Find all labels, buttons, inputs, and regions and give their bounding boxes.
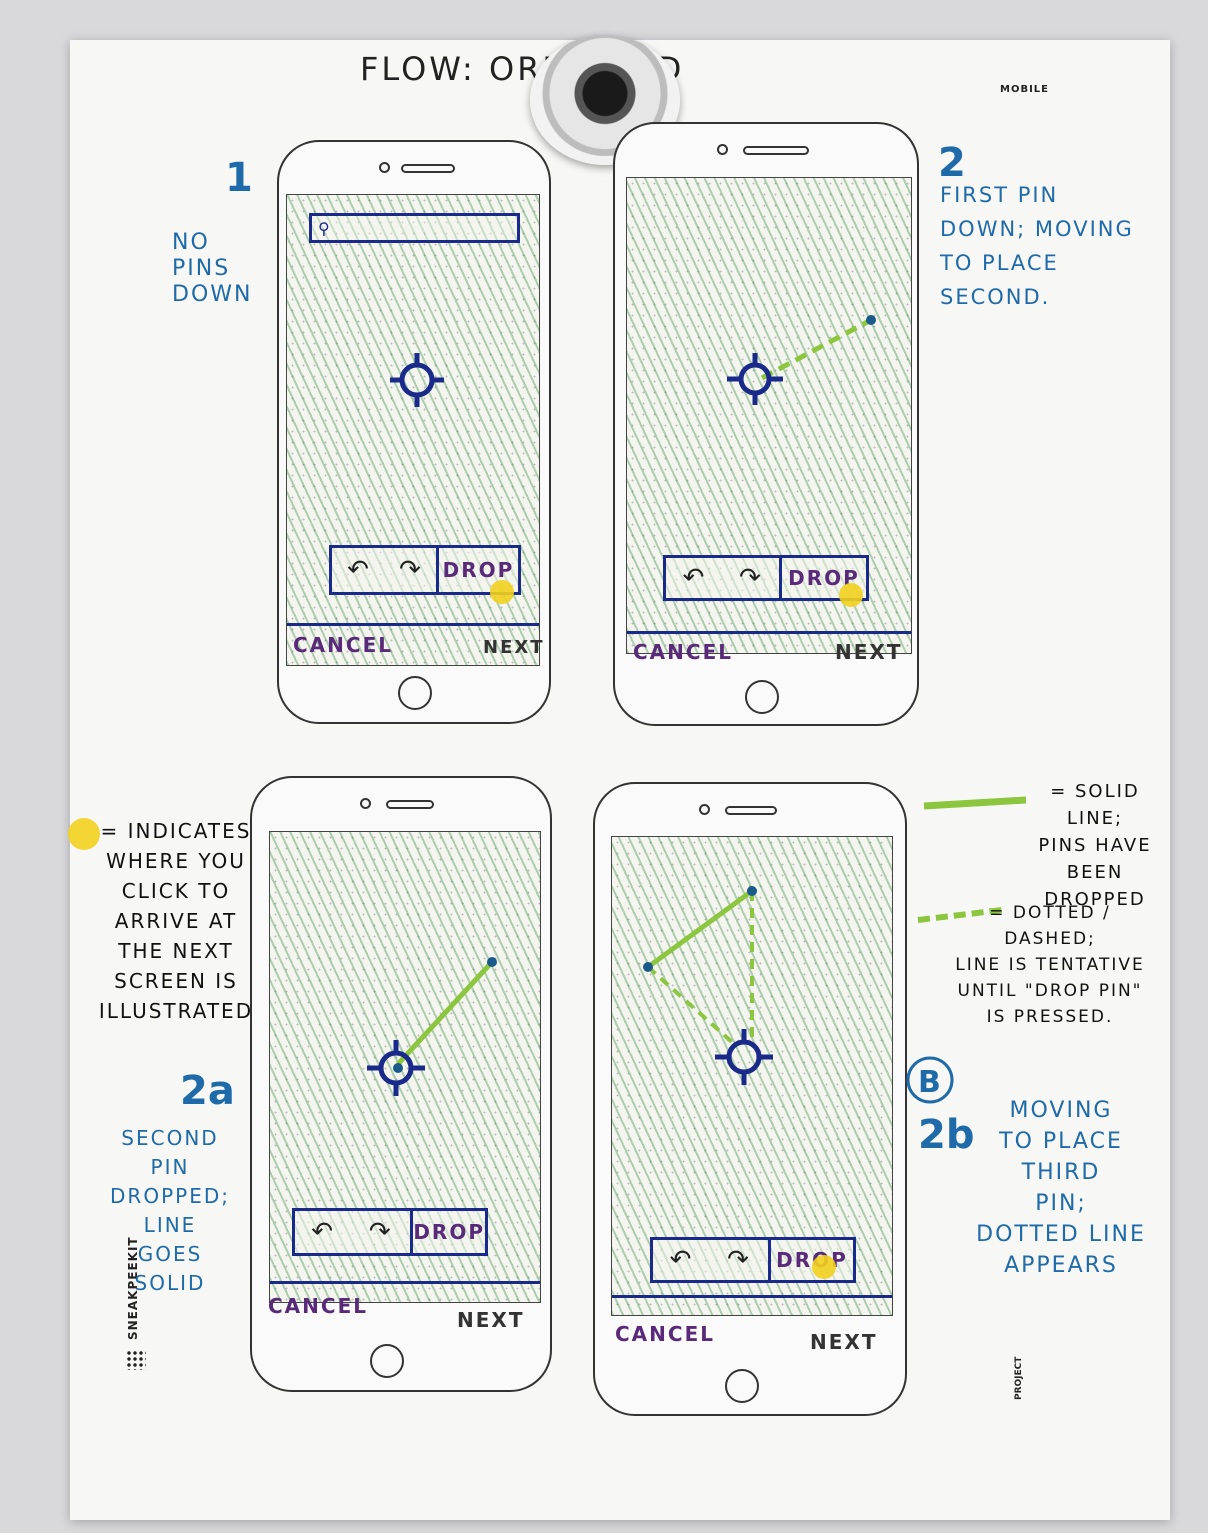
undo-button[interactable]: ↶ [666, 558, 721, 598]
frame-number-1: 1 [225, 155, 253, 201]
redo-arrow-icon: ↷ [399, 555, 421, 585]
cancel-button[interactable]: CANCEL [268, 1294, 368, 1318]
crosshair-icon [727, 353, 783, 405]
crosshair-icon [367, 1040, 425, 1096]
map-screen[interactable]: ↶ ↷ DROP [611, 836, 893, 1316]
cancel-button[interactable]: CANCEL [633, 640, 733, 664]
brand-logo-icon [126, 1350, 146, 1370]
map-overlay [727, 315, 876, 405]
redo-button[interactable]: ↷ [384, 548, 436, 592]
pin-marker [487, 957, 497, 967]
mobile-tag: MOBILE [1000, 84, 1049, 95]
cancel-button[interactable]: CANCEL [615, 1322, 715, 1346]
next-button[interactable]: NEXT [483, 637, 545, 658]
click-indicator [812, 1255, 836, 1279]
tentative-line [646, 965, 734, 1044]
redo-button[interactable]: ↷ [708, 1240, 768, 1280]
pin-marker [643, 962, 653, 972]
nav-divider [627, 631, 911, 634]
undo-arrow-icon: ↶ [682, 563, 705, 593]
next-button[interactable]: NEXT [835, 640, 903, 664]
pin-marker [866, 315, 876, 325]
camera-icon [360, 798, 371, 809]
frame-note-1: NO PINS DOWN [172, 230, 253, 307]
drop-button[interactable]: DROP [779, 558, 866, 598]
solid-line [646, 888, 754, 970]
svg-text:B: B [918, 1065, 941, 1100]
pin-toolbar: ↶ ↷ DROP [329, 545, 521, 595]
home-button [725, 1369, 759, 1403]
drop-button[interactable]: DROP [768, 1240, 853, 1280]
undo-button[interactable]: ↶ [653, 1240, 708, 1280]
map-screen[interactable]: ↶ ↷ DROP [626, 177, 912, 654]
redo-arrow-icon: ↷ [739, 563, 761, 593]
camera-icon [717, 144, 728, 155]
phone-frame-1: ⚲ ↶ ↷ DROP CANCEL NEXT [277, 140, 551, 724]
pin-toolbar: ↶ ↷ DROP [292, 1208, 488, 1256]
map-screen[interactable]: ↶ ↷ DROP [269, 831, 541, 1303]
nav-divider [612, 1295, 892, 1298]
legend-dashed-text: = DOTTED / DASHED; LINE IS TENTATIVE UNT… [955, 903, 1145, 1027]
tentative-line [760, 317, 873, 381]
redo-button[interactable]: ↷ [721, 558, 779, 598]
home-button [370, 1344, 404, 1378]
click-indicator [839, 583, 863, 607]
solid-line [396, 960, 494, 1066]
speaker-icon [725, 806, 777, 815]
drop-button[interactable]: DROP [410, 1211, 485, 1253]
solid-line-swatch [923, 796, 1027, 810]
click-indicator [490, 580, 514, 604]
undo-button[interactable]: ↶ [332, 548, 384, 592]
pin-marker [393, 1063, 403, 1073]
dashed-line-swatch [917, 907, 1003, 923]
redo-arrow-icon: ↷ [727, 1245, 749, 1275]
map-screen[interactable]: ⚲ ↶ ↷ DROP CANCEL NEXT [286, 194, 543, 666]
drop-button[interactable]: DROP [436, 548, 518, 592]
search-bar[interactable]: ⚲ [309, 213, 520, 243]
frame-number-4: 2b [918, 1112, 975, 1158]
legend-solid-text: = SOLID LINE; PINS HAVE BEEN DROPPED [1038, 781, 1152, 910]
search-icon: ⚲ [318, 219, 330, 238]
frame-note-4: MOVING TO PLACE THIRD PIN; DOTTED LINE A… [976, 1098, 1146, 1278]
circled-b-icon: B [906, 1056, 954, 1104]
camera-icon [699, 804, 710, 815]
camera-icon [379, 162, 390, 173]
frame-note-3: SECOND PIN DROPPED; LINE GOES SOLID [110, 1126, 230, 1295]
pin-toolbar: ↶ ↷ DROP [663, 555, 869, 601]
redo-arrow-icon: ↷ [368, 1217, 391, 1247]
phone-frame-3: ↶ ↷ DROP CANCEL NEXT [250, 776, 552, 1392]
frame-note-2: FIRST PIN DOWN; MOVING TO PLACE SECOND. [940, 183, 1134, 309]
frame-number-3: 2a [180, 1068, 235, 1114]
speaker-icon [386, 800, 434, 809]
undo-arrow-icon: ↶ [347, 555, 369, 585]
map-overlay [367, 957, 497, 1096]
project-tag: PROJECT [1014, 1356, 1024, 1400]
pin-marker [747, 886, 757, 896]
crosshair-icon [715, 1029, 773, 1085]
undo-arrow-icon: ↶ [311, 1217, 333, 1247]
frame-number-2: 2 [938, 140, 966, 186]
undo-arrow-icon: ↶ [669, 1245, 692, 1275]
phone-frame-4: ↶ ↷ DROP CANCEL NEXT [593, 782, 907, 1416]
cancel-button[interactable]: CANCEL [293, 633, 393, 657]
next-button[interactable]: NEXT [457, 1308, 525, 1332]
nav-divider [287, 623, 539, 626]
undo-button[interactable]: ↶ [295, 1211, 349, 1253]
home-button [745, 680, 779, 714]
next-button[interactable]: NEXT [810, 1330, 878, 1354]
phone-frame-2: ↶ ↷ DROP CANCEL NEXT [613, 122, 919, 726]
speaker-icon [401, 164, 455, 173]
redo-button[interactable]: ↷ [349, 1211, 410, 1253]
speaker-icon [743, 146, 809, 155]
crosshair-icon [390, 353, 444, 407]
home-button [398, 676, 432, 710]
map-overlay [643, 886, 773, 1085]
legend-yellow-text: = INDICATES WHERE YOU CLICK TO ARRIVE AT… [98, 819, 254, 1023]
map-overlay [390, 353, 444, 407]
yellow-legend-swatch [68, 818, 100, 850]
nav-divider [270, 1281, 540, 1284]
